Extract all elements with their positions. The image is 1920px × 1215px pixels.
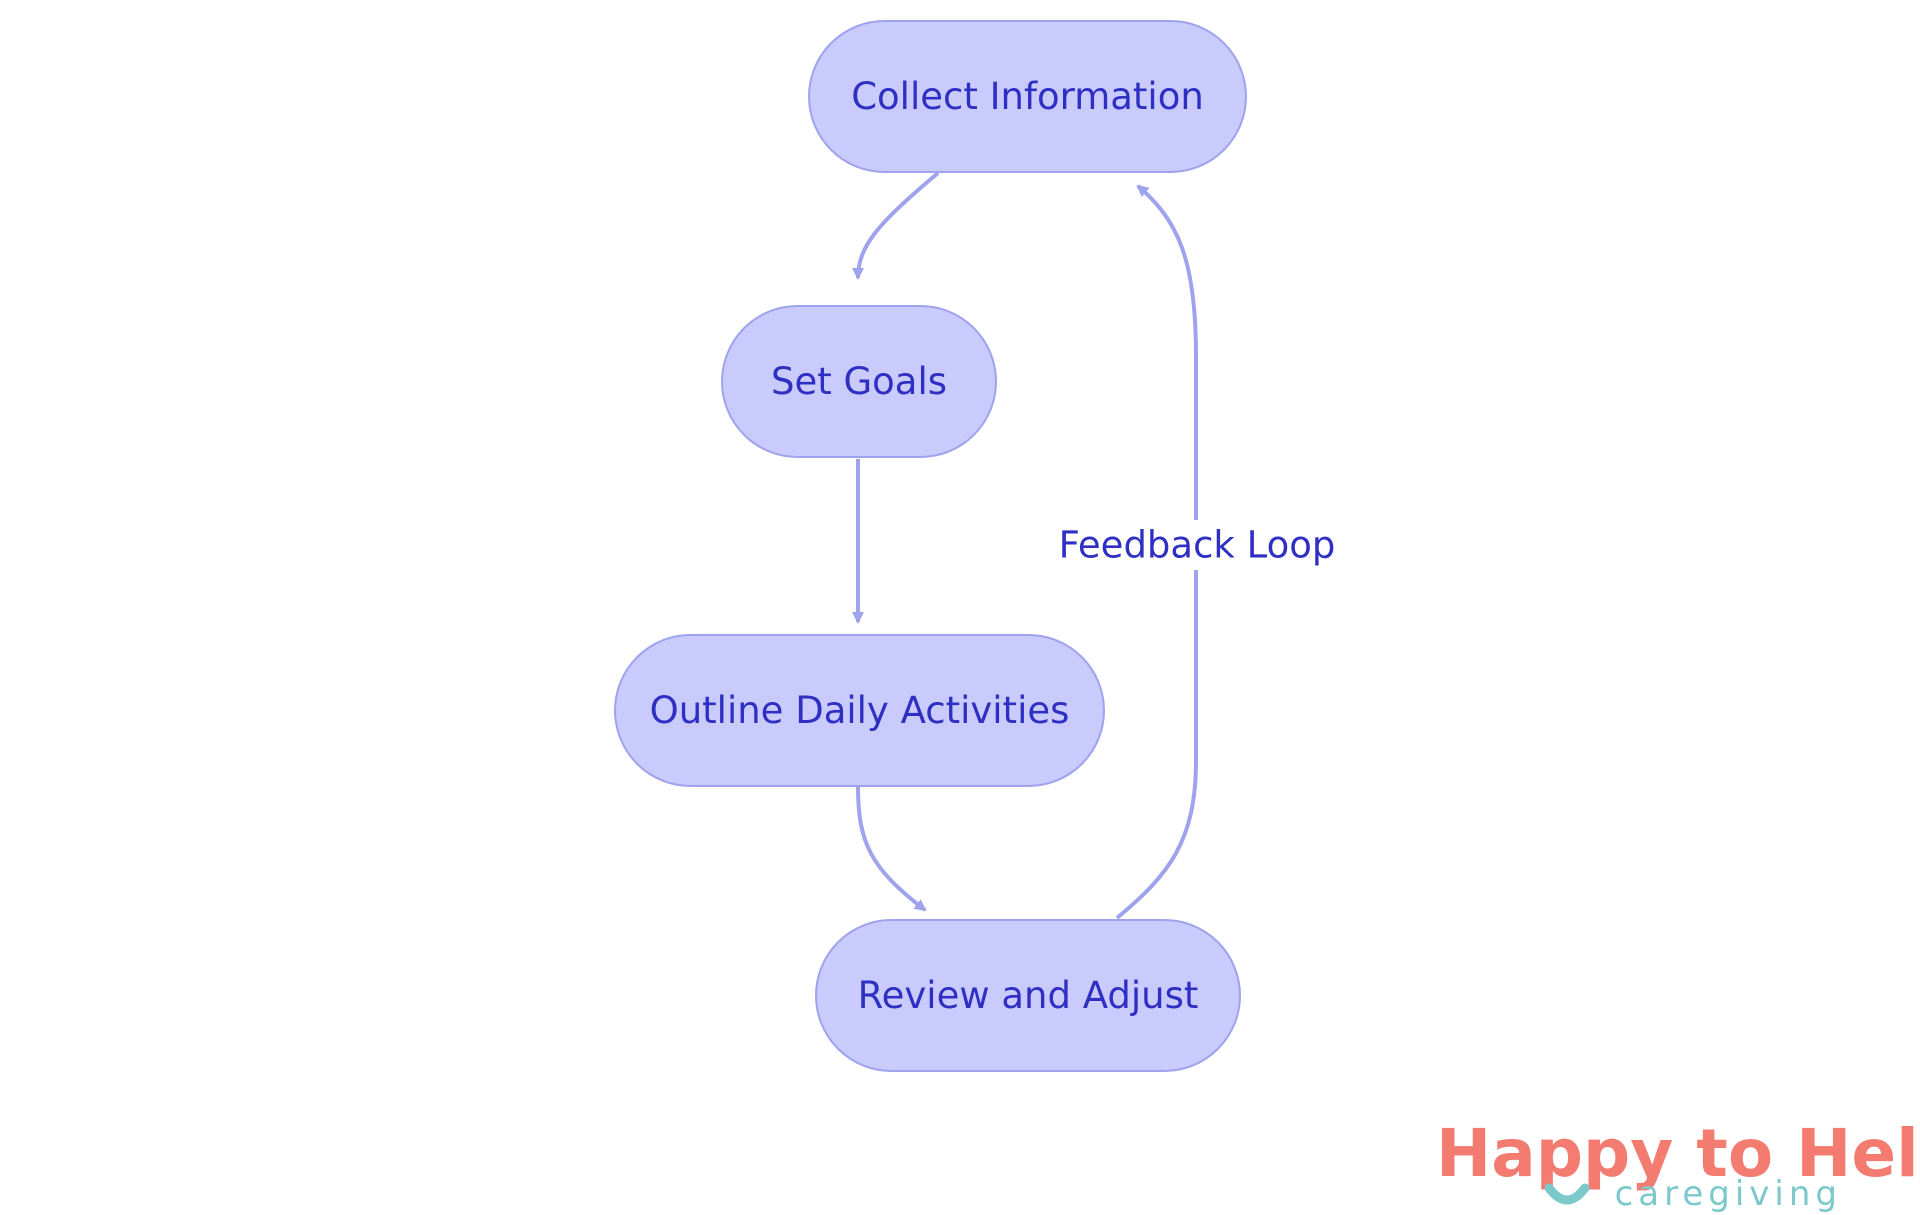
node-review-and-adjust[interactable]: Review and Adjust [815, 919, 1241, 1072]
node-shape [815, 919, 1241, 1072]
node-label: Set Goals [771, 360, 947, 403]
happy-to-help-logo: Happy to Help caregiving [1436, 1115, 1920, 1214]
node-shape [808, 20, 1247, 173]
edge-outline-to-review [856, 785, 927, 912]
edge-label-background [1068, 520, 1326, 570]
node-collect-information[interactable]: Collect Information [808, 20, 1247, 173]
logo-tagline: caregiving [1615, 1174, 1842, 1214]
edge-label-feedback-loop: Feedback Loop [1059, 520, 1336, 570]
node-label: Outline Daily Activities [650, 689, 1070, 732]
smile-icon [1544, 1183, 1590, 1205]
node-shape [614, 634, 1105, 787]
node-shape [721, 305, 997, 458]
node-outline-daily-activities[interactable]: Outline Daily Activities [614, 634, 1105, 787]
edge-collect-to-goals [852, 171, 940, 280]
logo-wordmark: Happy to Help [1436, 1115, 1920, 1192]
node-label: Collect Information [851, 75, 1204, 118]
node-label: Review and Adjust [858, 974, 1199, 1017]
node-set-goals[interactable]: Set Goals [721, 305, 997, 458]
edge-label-text: Feedback Loop [1059, 524, 1336, 567]
